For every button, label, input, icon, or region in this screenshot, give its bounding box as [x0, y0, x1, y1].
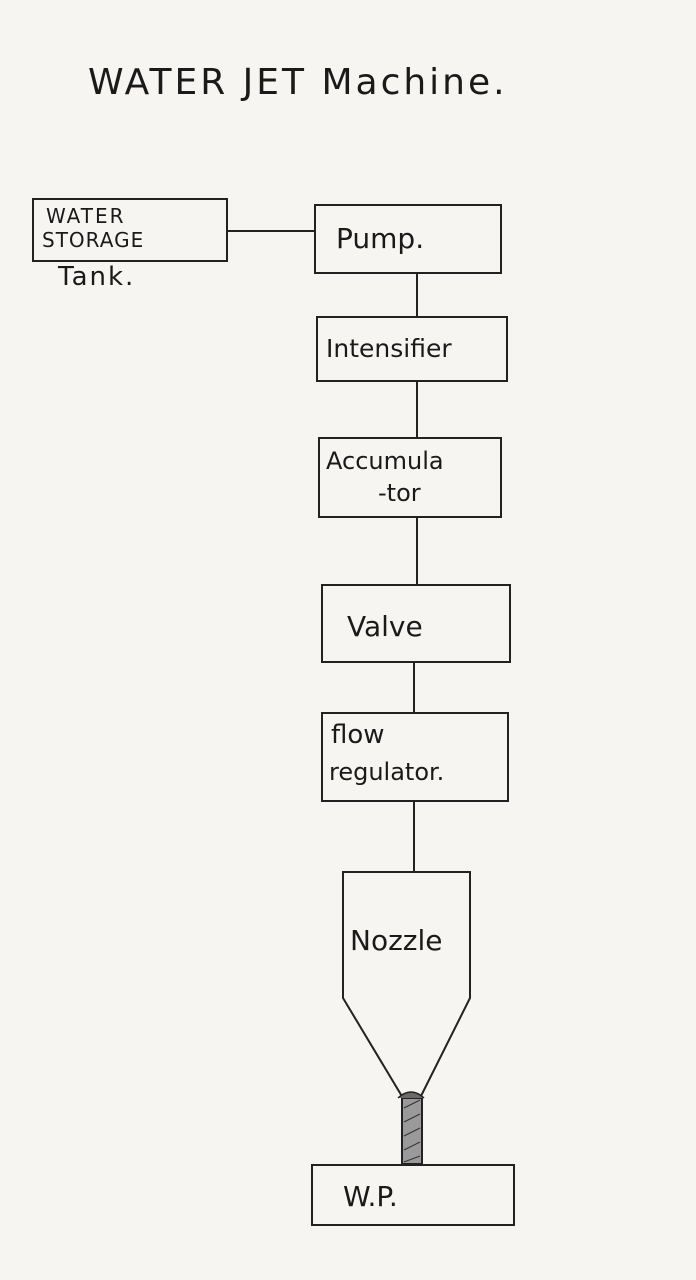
nozzle-tip	[397, 1091, 425, 1099]
block-pump-label: Pump.	[336, 222, 425, 255]
block-accumulator: Accumula -tor	[318, 437, 502, 518]
water-storage-tank: WATER STORAGE	[32, 198, 228, 262]
diagram-title: WATER JET Machine.	[88, 62, 508, 103]
nozzle-shape	[342, 871, 471, 1099]
block-intensifier-label: Intensifier	[326, 334, 452, 363]
tank-caption: Tank.	[58, 262, 136, 292]
tank-label-line1: WATER	[46, 204, 126, 228]
block-flow-regulator-label-line2: regulator.	[329, 758, 445, 786]
block-accumulator-label-line2: -tor	[378, 479, 421, 507]
block-flow-regulator: flow regulator.	[321, 712, 509, 802]
block-workpiece: W.P.	[311, 1164, 515, 1226]
block-flow-regulator-label-line1: flow	[331, 720, 385, 750]
tank-label-line2: STORAGE	[42, 228, 145, 252]
block-intensifier: Intensifier	[316, 316, 508, 382]
block-valve-label: Valve	[347, 610, 423, 643]
block-accumulator-label-line1: Accumula	[326, 447, 444, 475]
block-pump: Pump.	[314, 204, 502, 274]
block-workpiece-label: W.P.	[343, 1180, 398, 1213]
block-valve: Valve	[321, 584, 511, 663]
block-nozzle-label: Nozzle	[350, 924, 443, 957]
